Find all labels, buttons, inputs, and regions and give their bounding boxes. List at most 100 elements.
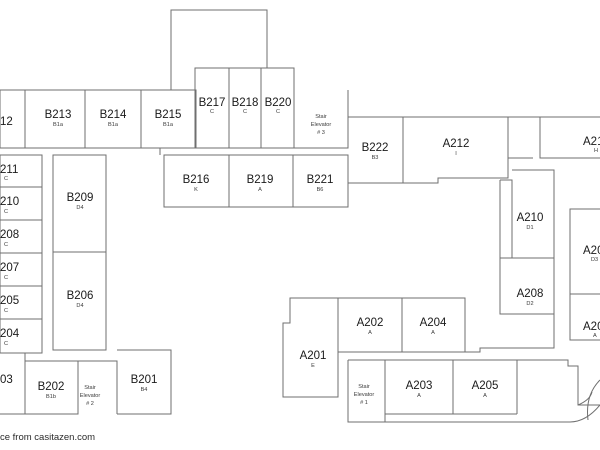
room-b202[interactable]: B202 B1b xyxy=(38,381,65,400)
wall xyxy=(569,208,600,295)
room-label: 211 xyxy=(0,164,18,176)
room-label: B202 xyxy=(38,381,65,393)
room-b222[interactable]: B222 B3 xyxy=(362,142,389,161)
room-type: C xyxy=(210,109,214,115)
source-credit: ce from casitazen.com xyxy=(0,432,95,443)
room-type: D4 xyxy=(76,303,83,309)
room-type: C xyxy=(4,209,8,215)
room-type: B6 xyxy=(317,187,324,193)
room-type: C xyxy=(4,242,8,248)
room-b221[interactable]: B221 B6 xyxy=(307,174,334,193)
room-a214[interactable]: A21 H xyxy=(583,136,600,154)
room-label: A202 xyxy=(357,317,384,329)
room-type: C xyxy=(243,109,247,115)
stair-label: # 2 xyxy=(86,401,94,407)
room-b216[interactable]: B216 K xyxy=(183,174,210,193)
stair-elevator-3[interactable]: Stair Elevator # 3 xyxy=(311,114,332,136)
room-outline xyxy=(52,251,107,351)
stair-label: Elevator xyxy=(354,392,375,398)
room-label: B214 xyxy=(100,109,127,121)
room-a212[interactable]: A212 I xyxy=(443,138,470,157)
room-b214[interactable]: B214 B1a xyxy=(100,109,127,128)
room-label: A20 xyxy=(583,321,600,333)
stair-label: Stair xyxy=(315,114,327,120)
curved-wall xyxy=(587,379,600,421)
room-a204[interactable]: A204 A xyxy=(420,317,447,336)
room-label: B221 xyxy=(307,174,334,186)
stair-label: Elevator xyxy=(80,393,101,399)
room-label: 210 xyxy=(0,196,19,208)
room-label: A210 xyxy=(517,212,544,224)
room-label: B222 xyxy=(362,142,389,154)
room-b209[interactable]: B209 D4 xyxy=(67,192,94,211)
room-type: B3 xyxy=(372,155,379,161)
room-type: B1a xyxy=(163,122,174,128)
room-210-partial[interactable]: 210 C xyxy=(0,196,19,215)
room-204-partial[interactable]: 204 C xyxy=(0,328,20,347)
room-b201[interactable]: B201 B4 xyxy=(131,374,158,393)
room-211-partial[interactable]: 211 C xyxy=(0,164,18,182)
room-label: B213 xyxy=(45,109,72,121)
room-a202[interactable]: A202 A xyxy=(357,317,384,336)
room-label: B217 xyxy=(199,97,226,109)
stair-elevator-2[interactable]: Stair Elevator # 2 xyxy=(80,385,101,407)
room-b220[interactable]: B220 C xyxy=(265,97,292,115)
room-203-partial[interactable]: 03 xyxy=(0,374,13,386)
curved-wall xyxy=(577,391,593,406)
room-label: B209 xyxy=(67,192,94,204)
wall xyxy=(569,294,600,341)
room-212-partial[interactable]: 12 xyxy=(0,116,13,128)
room-label: A21 xyxy=(583,136,600,148)
room-label: A203 xyxy=(406,380,433,392)
room-type: B1a xyxy=(53,122,64,128)
room-label: B216 xyxy=(183,174,210,186)
room-type: K xyxy=(194,187,198,193)
room-a208[interactable]: A208 D2 xyxy=(517,288,544,307)
room-207-partial[interactable]: 207 C xyxy=(0,262,19,281)
room-label: 12 xyxy=(0,116,13,128)
room-b217[interactable]: B217 C xyxy=(199,97,226,115)
room-label: A208 xyxy=(517,288,544,300)
room-label: A205 xyxy=(472,380,499,392)
room-type: A xyxy=(593,333,597,339)
room-b218[interactable]: B218 C xyxy=(232,97,259,115)
room-type: A xyxy=(483,393,487,399)
stair-elevator-1[interactable]: Stair Elevator # 1 xyxy=(354,384,375,406)
room-a203[interactable]: A203 A xyxy=(406,380,433,399)
room-label: B219 xyxy=(247,174,274,186)
wall xyxy=(403,116,509,184)
stair-outline xyxy=(293,90,349,149)
room-b206[interactable]: B206 D4 xyxy=(67,290,94,309)
room-outline xyxy=(24,360,79,415)
room-a206[interactable]: A20 D3 xyxy=(583,245,600,263)
room-205-partial[interactable]: 205 C xyxy=(0,295,19,314)
room-b215[interactable]: B215 B1a xyxy=(155,109,182,128)
room-label: 208 xyxy=(0,229,19,241)
room-type: H xyxy=(594,148,598,154)
room-type: B1b xyxy=(46,394,56,400)
room-a205[interactable]: A205 A xyxy=(472,380,499,399)
room-a210[interactable]: A210 D1 xyxy=(517,212,544,231)
room-label: B201 xyxy=(131,374,158,386)
room-a204-right[interactable]: A20 A xyxy=(583,321,600,339)
room-label: 204 xyxy=(0,328,20,340)
room-type: C xyxy=(4,275,8,281)
room-type: C xyxy=(4,176,8,182)
room-type: D4 xyxy=(76,205,83,211)
tower-outline xyxy=(170,9,268,90)
wall xyxy=(385,359,600,406)
stair-label: Stair xyxy=(358,384,370,390)
stair-outline xyxy=(78,360,118,414)
room-outline xyxy=(499,257,555,315)
room-label: A20 xyxy=(583,245,600,257)
room-208-partial[interactable]: 208 C xyxy=(0,229,19,248)
room-b219[interactable]: B219 A xyxy=(247,174,274,193)
room-type: D3 xyxy=(591,257,598,263)
room-type: A xyxy=(417,393,421,399)
room-b213[interactable]: B213 B1a xyxy=(45,109,72,128)
room-type: B4 xyxy=(141,387,148,393)
room-a201[interactable]: A201 E xyxy=(300,350,327,369)
room-type: D1 xyxy=(526,225,533,231)
room-type: A xyxy=(258,187,262,193)
